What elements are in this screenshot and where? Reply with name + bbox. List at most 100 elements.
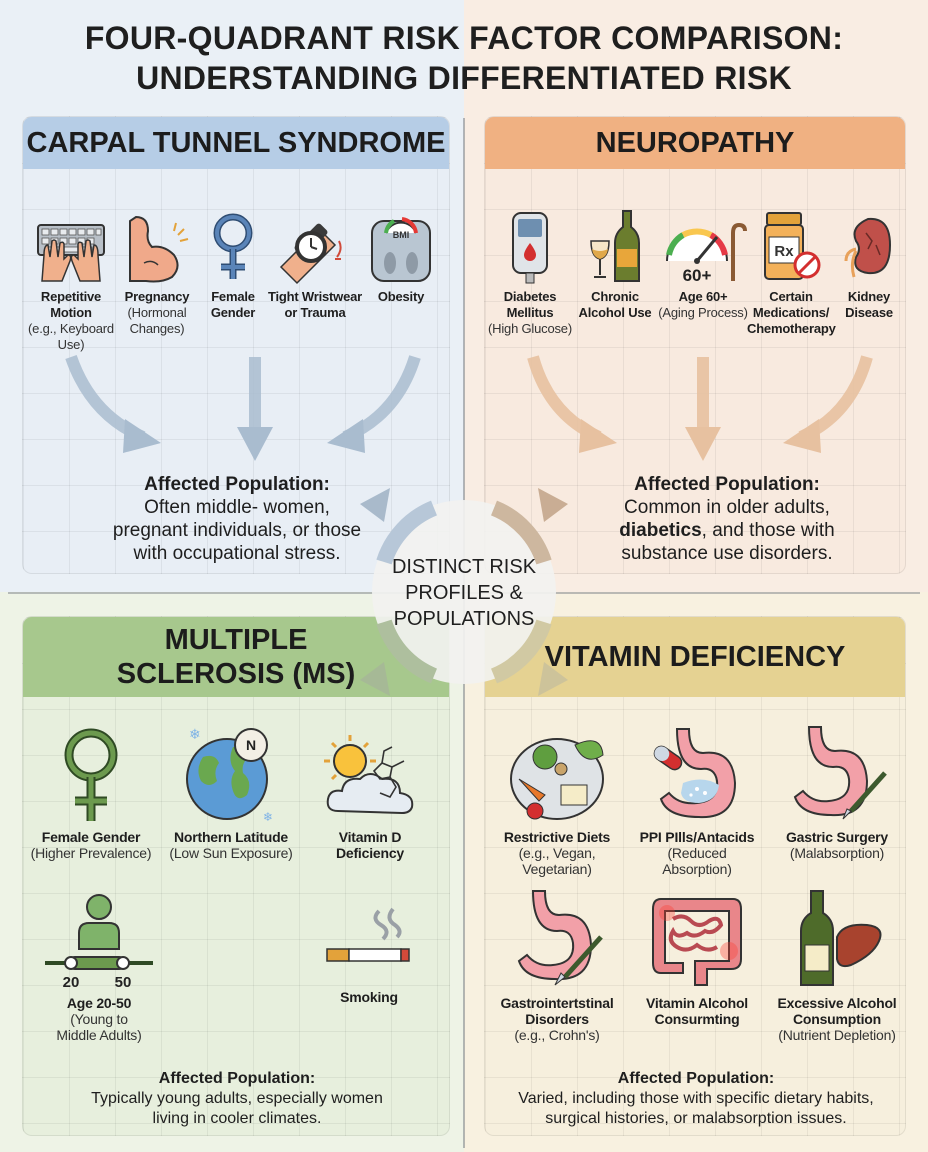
factor-label: Medications/: [752, 305, 830, 320]
bmi-scale-icon: BMI: [371, 217, 431, 282]
factor-label: Gastric Surgery: [785, 829, 889, 845]
kidney-icon: [844, 217, 892, 278]
factor-kidney-disease: Kidney Disease: [833, 211, 905, 321]
ms-panel: MULTIPLE SCLEROSIS (MS) Female Gender (H…: [22, 616, 450, 1136]
factor-label: Disease: [845, 305, 893, 320]
factor-label: Chemotherapy: [747, 321, 836, 336]
factor-sub: (Higher Prevalence): [30, 845, 152, 861]
neuropathy-heading: NEUROPATHY: [485, 117, 905, 169]
affected-line: Common in older adults,: [624, 497, 830, 518]
affected-line: diabetics, and those with: [537, 519, 905, 542]
factor-sub: Changes): [129, 321, 185, 336]
age-tick-20: 20: [63, 974, 80, 991]
factor-sub: (Malabsorption): [789, 845, 885, 861]
wristwatch-icon: [279, 223, 342, 285]
factor-label: Female: [211, 289, 255, 304]
affected-line: substance use disorders.: [621, 543, 833, 564]
factor-ppi-pills: PPI PIlls/Antacids (Reduced Absorption): [627, 723, 767, 877]
title-line-2: UNDERSTANDING DIFFERENTIATED RISK: [136, 60, 792, 96]
age-badge-text: 60+: [683, 266, 712, 285]
factor-label: Northern Latitude: [173, 829, 289, 845]
factor-gastric-surgery: Gastric Surgery (Malabsorption): [767, 723, 905, 861]
factor-label: Age 60+: [678, 289, 728, 304]
factor-sub: Middle Adults): [56, 1027, 142, 1043]
factor-label: Pregnancy: [124, 289, 190, 304]
affected-heading: Affected Population:: [617, 1070, 775, 1087]
factor-label: Age 20-50: [66, 995, 132, 1011]
factor-restrictive-diets: Restrictive Diets (e.g., Vegan, Vegetari…: [487, 723, 627, 877]
factor-label: Vitamin Alcohol: [645, 995, 748, 1011]
affected-line: with occupational stress.: [133, 543, 341, 564]
factor-label: PPI PIlls/Antacids: [639, 829, 755, 845]
factor-sub: (Hormonal: [127, 305, 187, 320]
veggie-plate-icon: [510, 738, 604, 820]
factor-age-60: 60+ Age 60+ (Aging Process): [653, 211, 753, 321]
vitamin-deficiency-panel: VITAMIN DEFICIENCY Restrictive Diets (e.…: [484, 616, 906, 1136]
factor-sub: (Aging Process): [658, 305, 748, 320]
affected-heading: Affected Population:: [158, 1070, 316, 1087]
factor-label: Disorders: [525, 1011, 589, 1027]
factor-sub: Vegetarian): [522, 861, 592, 877]
factor-label: Obesity: [377, 289, 425, 304]
snowflake-icon: ❄: [263, 810, 273, 824]
center-label-line-3: POPULATIONS: [393, 608, 535, 630]
factor-label: Gastrointertstinal: [500, 995, 614, 1011]
affected-heading: Affected Population:: [634, 474, 820, 495]
ms-affected-population: Affected Population: Typically young adu…: [37, 1069, 437, 1129]
factor-smoking: Smoking: [307, 905, 431, 1005]
factor-sub: (Reduced: [667, 845, 727, 861]
wine-bottle-icon: [590, 210, 640, 282]
age-gauge-icon: 60+: [666, 222, 747, 285]
factor-tight-wristwear: Tight Wristwear or Trauma: [265, 211, 365, 321]
converging-arrows: [527, 355, 873, 461]
factor-label: Excessive Alcohol: [777, 995, 897, 1011]
factor-sub: (Nutrient Depletion): [778, 1027, 896, 1043]
factor-label: Certain: [769, 289, 813, 304]
intestines-icon: [652, 898, 742, 986]
page-title: FOUR-QUADRANT RISK FACTOR COMPARISON: UN…: [0, 18, 928, 98]
carpal-tunnel-panel: CARPAL TUNNEL SYNDROME Repetitive Motion…: [22, 116, 450, 574]
factor-excessive-alcohol: Excessive Alcohol Consumption (Nutrient …: [767, 889, 905, 1043]
pregnancy-icon: [129, 215, 189, 283]
bottle-liver-icon: [800, 890, 882, 986]
female-symbol-icon: [64, 728, 118, 821]
stomach-scalpel-icon: [793, 726, 887, 820]
affected-line: surgical histories, or malabsorption iss…: [545, 1110, 847, 1127]
factor-diabetes: Diabetes Mellitus (High Glucose): [485, 211, 575, 337]
carpal-affected-population: Affected Population: Often middle- women…: [53, 473, 421, 565]
center-cycle-arrows: [360, 488, 568, 696]
globe-compass-icon: N ❄ ❄: [186, 727, 273, 824]
factor-label: Consumption: [792, 1011, 881, 1027]
bmi-text: BMI: [393, 230, 410, 240]
rx-text: Rx: [774, 243, 794, 260]
center-label-line-1: DISTINCT RISK: [391, 556, 537, 578]
factor-vitamin-alcohol: Vitamin Alcohol Consurmting: [627, 889, 767, 1027]
factor-repetitive-motion: Repetitive Motion (e.g., Keyboard Use): [23, 211, 119, 353]
factor-sub: (e.g., Keyboard: [28, 321, 114, 336]
neuropathy-affected-population: Affected Population: Common in older adu…: [537, 473, 905, 565]
vitamin-affected-population: Affected Population: Varied, including t…: [489, 1069, 903, 1129]
factor-sub: Absorption): [662, 861, 732, 877]
factor-age-20-50: 20 50 Age 20-50 (Young to Middle Adults): [29, 893, 169, 1043]
factor-label: Gender: [210, 305, 256, 320]
factor-chronic-alcohol: Chronic Alcohol Use: [573, 210, 657, 321]
factor-label: Kidney: [847, 289, 891, 304]
factor-label: Restrictive Diets: [503, 829, 611, 845]
ms-heading-line-1: MULTIPLE: [164, 624, 308, 656]
converging-arrows: [65, 354, 421, 461]
affected-heading: Affected Population:: [144, 474, 330, 495]
pill-bottle-icon: Rx: [764, 212, 821, 280]
factor-pregnancy: Pregnancy (Hormonal Changes): [115, 211, 199, 337]
factor-sub: (e.g., Crohn's): [514, 1027, 600, 1043]
title-line-1: FOUR-QUADRANT RISK FACTOR COMPARISON:: [84, 20, 844, 56]
center-label-line-2: PROFILES &: [405, 582, 523, 604]
factor-label: Smoking: [340, 989, 398, 1005]
factor-label: Vitamin D: [338, 829, 402, 845]
factor-label: Tight Wristwear: [267, 289, 363, 304]
factor-sub: (Low Sun Exposure): [169, 845, 293, 861]
factor-female-gender-ms: Female Gender (Higher Prevalence): [23, 727, 159, 861]
affected-line: Typically young adults, especially women: [91, 1090, 383, 1107]
factor-sub: (High Glucose): [488, 321, 572, 336]
factor-label: Chronic: [591, 289, 639, 304]
affected-line: Varied, including those with specific di…: [518, 1090, 874, 1107]
